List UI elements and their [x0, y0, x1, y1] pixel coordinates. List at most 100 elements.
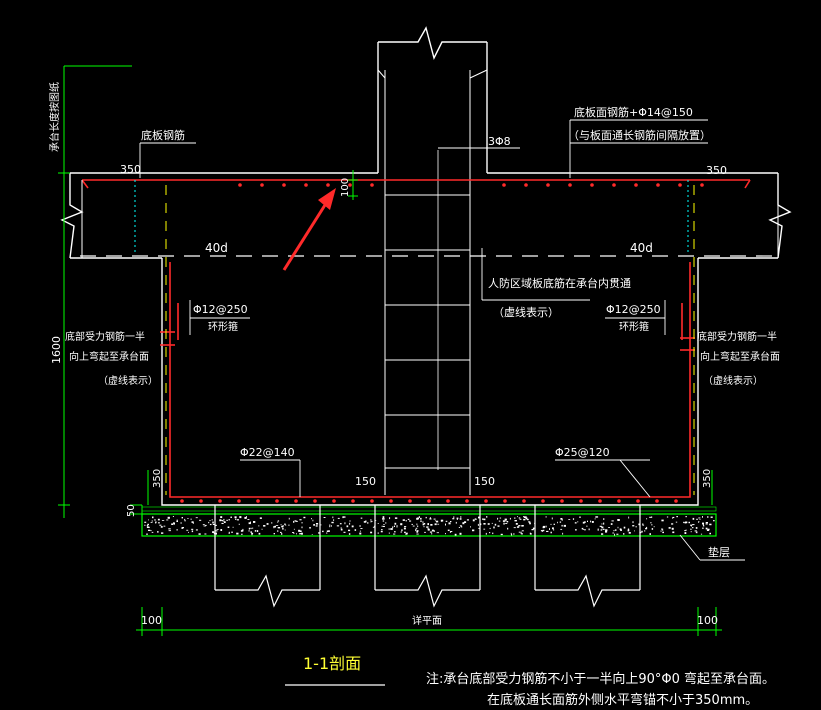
hatch-speck: [221, 522, 224, 524]
hatch-speck: [497, 518, 498, 520]
hatch-speck: [340, 528, 343, 531]
label-side-right-1: 底部受力钢筋一半: [697, 330, 777, 343]
hatch-speck: [690, 531, 692, 533]
hatch-speck: [258, 525, 260, 527]
hatch-speck: [690, 528, 692, 530]
hatch-speck: [228, 531, 230, 534]
hatch-speck: [649, 516, 652, 518]
label-dim-1600: 1600: [50, 336, 63, 364]
hatch-speck: [299, 519, 302, 521]
hatch-speck: [231, 531, 233, 533]
piles: [214, 505, 641, 608]
hatch-speck: [155, 521, 157, 523]
hatch-speck: [431, 533, 433, 535]
hatch-speck: [513, 527, 516, 529]
hatch-speck: [242, 528, 244, 531]
hatch-speck: [587, 520, 588, 522]
label-dim-100-right: 100: [697, 614, 718, 627]
hatch-speck: [619, 528, 622, 530]
hatch-speck: [161, 532, 164, 534]
hatch-speck: [453, 516, 455, 518]
hatch-speck: [284, 523, 286, 526]
hatch-speck: [610, 523, 613, 525]
hatch-speck: [440, 519, 444, 522]
hatch-speck: [248, 530, 250, 532]
hatch-speck: [702, 525, 705, 527]
hatch-speck: [280, 531, 282, 533]
hatch-speck: [234, 516, 237, 519]
hatch-speck: [282, 525, 284, 527]
hatch-speck: [221, 520, 223, 521]
hatch-speck: [298, 529, 301, 532]
rebar-dot: [304, 183, 308, 187]
leaders: [139, 119, 745, 561]
rebar-dot: [612, 183, 616, 187]
rebar-dot: [237, 499, 241, 503]
column-break-line: [378, 26, 487, 60]
hatch-speck: [403, 527, 406, 530]
hatch-speck: [400, 523, 403, 526]
label-cover-100: 100: [340, 178, 351, 197]
hatch-speck: [299, 533, 302, 535]
hatch-speck: [250, 527, 252, 530]
hatch-speck: [336, 525, 340, 527]
hatch-speck: [282, 527, 284, 530]
vertical-dim-label: 承台长度按图纸: [48, 82, 61, 152]
hatch-speck: [436, 520, 439, 523]
hatch-speck: [151, 531, 154, 533]
hatch-speck: [349, 520, 351, 522]
label-dim-50: 50: [126, 504, 137, 517]
hatch-speck: [614, 533, 615, 536]
rebar-dot: [282, 183, 286, 187]
hatch-speck: [370, 531, 373, 534]
hatch-speck: [483, 518, 486, 521]
hatch-speck: [226, 519, 228, 521]
hatch-speck: [696, 518, 698, 520]
section-title: 1-1剖面: [303, 654, 361, 673]
rebar-dot: [313, 499, 317, 503]
rebar-dot: [541, 499, 545, 503]
hatch-speck: [666, 516, 669, 518]
hatch-speck: [228, 532, 230, 534]
hatch-speck: [412, 525, 415, 527]
hatch-speck: [584, 529, 586, 531]
hatch-speck: [392, 526, 394, 529]
hatch-speck: [401, 529, 403, 532]
bend-ticks: [81, 180, 779, 258]
hatch-speck: [390, 528, 393, 530]
hatch-speck: [540, 530, 544, 532]
hatch-speck: [627, 528, 630, 530]
hatch-speck: [713, 520, 715, 522]
hatch-speck: [238, 523, 240, 525]
hatch-speck: [695, 527, 698, 529]
hatch-speck: [281, 533, 283, 535]
rebar-dot: [656, 183, 660, 187]
hatch-speck: [173, 522, 175, 525]
hatch-speck: [427, 528, 429, 530]
hatch-speck: [330, 525, 332, 527]
hatch-speck: [157, 531, 159, 533]
hatch-speck: [340, 527, 342, 529]
hatch-speck: [520, 531, 522, 534]
hatch-speck: [309, 527, 311, 529]
rebar-dot: [351, 499, 355, 503]
hatch-speck: [404, 531, 406, 534]
hatch-speck: [483, 523, 486, 525]
hatch-speck: [146, 533, 148, 535]
hatch-speck: [552, 527, 554, 530]
hatch-speck: [642, 524, 645, 526]
hatch-speck: [550, 531, 552, 534]
hatch-speck: [223, 521, 226, 523]
hatch-speck: [470, 526, 471, 528]
hatch-speck: [311, 518, 312, 520]
hatch-speck: [301, 526, 303, 529]
hatch-speck: [160, 526, 163, 528]
hatch-speck: [274, 525, 276, 528]
hatch-speck: [168, 530, 171, 532]
hatch-speck: [359, 532, 362, 535]
hatch-speck: [487, 523, 490, 525]
hatch-speck: [449, 531, 452, 533]
hatch-speck: [236, 519, 239, 521]
hatch-speck: [161, 520, 165, 521]
hatch-speck: [296, 533, 297, 535]
